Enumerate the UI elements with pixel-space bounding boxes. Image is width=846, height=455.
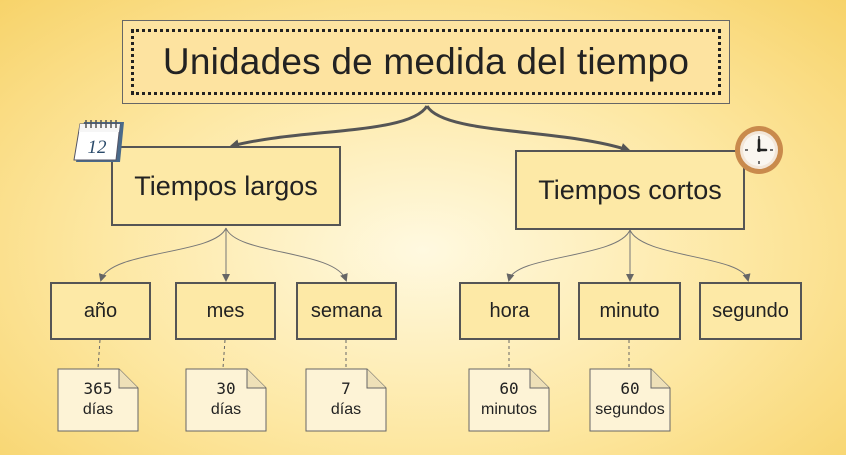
clock-icon — [735, 126, 783, 174]
calendar-icon: 12 — [73, 120, 124, 162]
unit-year: año — [50, 282, 151, 340]
arrow-long-to-week — [225, 227, 348, 282]
note-month-value: 30 — [216, 379, 236, 399]
category-short-label: Tiempos cortos — [538, 174, 722, 205]
note-minute-value: 60 — [620, 379, 640, 399]
title-box: Unidades de medida del tiempo — [122, 20, 730, 104]
unit-minute: minuto — [578, 282, 681, 340]
arrow-title-to-short — [425, 105, 631, 153]
note-month-unit: días — [210, 401, 242, 418]
note-week: 7 días — [305, 368, 387, 432]
unit-second: segundo — [699, 282, 802, 340]
note-hour: 60 minutos — [468, 368, 550, 432]
unit-week-label: semana — [310, 299, 383, 322]
note-minute-unit: segundos — [595, 401, 665, 418]
unit-hour-label: hora — [489, 299, 530, 322]
unit-week: semana — [296, 282, 397, 340]
note-hour-value: 60 — [499, 379, 519, 399]
note-hour-unit: minutos — [480, 401, 538, 418]
note-week-unit: días — [330, 401, 362, 418]
unit-minute-label: minuto — [599, 299, 660, 322]
arrow-title-to-long — [229, 105, 429, 150]
category-short-times: Tiempos cortos — [515, 150, 745, 230]
arrow-short-to-second — [629, 229, 751, 282]
note-week-value: 7 — [341, 379, 351, 399]
dash-month-note — [222, 339, 226, 369]
arrow-long-to-year — [98, 227, 227, 282]
calendar-number: 12 — [88, 137, 108, 158]
unit-month-label: mes — [206, 299, 245, 322]
unit-second-label: segundo — [712, 299, 789, 322]
unit-year-label: año — [83, 299, 118, 322]
category-long-times: Tiempos largos — [111, 146, 341, 226]
dash-year-note — [97, 339, 101, 369]
category-long-label: Tiempos largos — [134, 170, 318, 201]
note-year-unit: días — [82, 401, 114, 418]
page-title: Unidades de medida del tiempo — [131, 29, 721, 95]
unit-hour: hora — [459, 282, 560, 340]
unit-month: mes — [175, 282, 276, 340]
note-month: 30 días — [185, 368, 267, 432]
arrow-short-to-hour — [506, 229, 631, 282]
note-year: 365 días — [57, 368, 139, 432]
note-minute: 60 segundos — [589, 368, 671, 432]
note-year-value: 365 — [83, 379, 113, 399]
